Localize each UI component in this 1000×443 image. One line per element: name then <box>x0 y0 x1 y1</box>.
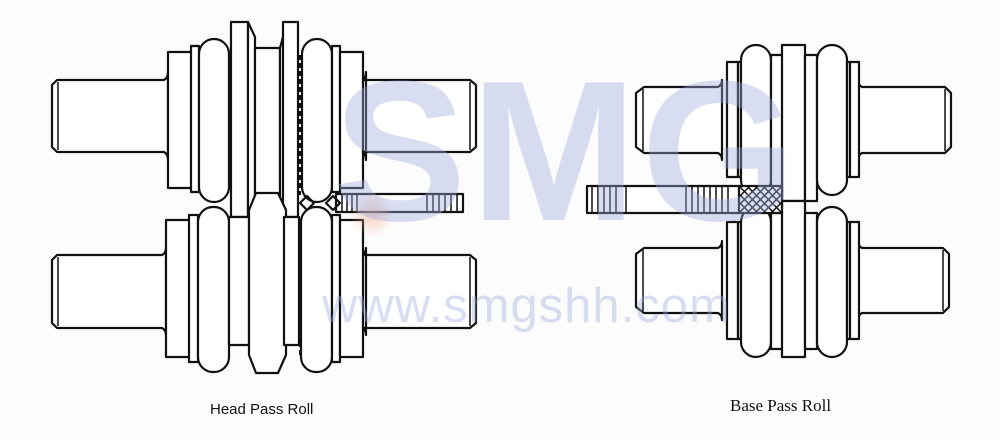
shaft-left <box>50 246 168 337</box>
shaft-right <box>856 78 953 162</box>
shaft-right <box>360 246 478 337</box>
head-upper-roll <box>50 20 478 219</box>
shaft-left <box>634 78 724 162</box>
base-pass-roll-assembly <box>585 43 953 359</box>
shaft-left <box>634 239 724 322</box>
base-pass-workpiece <box>585 184 784 215</box>
head-lower-roll <box>50 191 478 375</box>
base-pass-caption: Base Pass Roll <box>730 396 832 415</box>
base-upper-roll <box>634 43 953 203</box>
head-pass-caption: Head Pass Roll <box>210 401 314 418</box>
shaft-right <box>856 239 951 322</box>
base-lower-roll <box>634 199 951 359</box>
shaft-left <box>50 70 170 162</box>
shaft-right <box>360 70 478 162</box>
head-pass-roll-assembly <box>50 20 478 375</box>
